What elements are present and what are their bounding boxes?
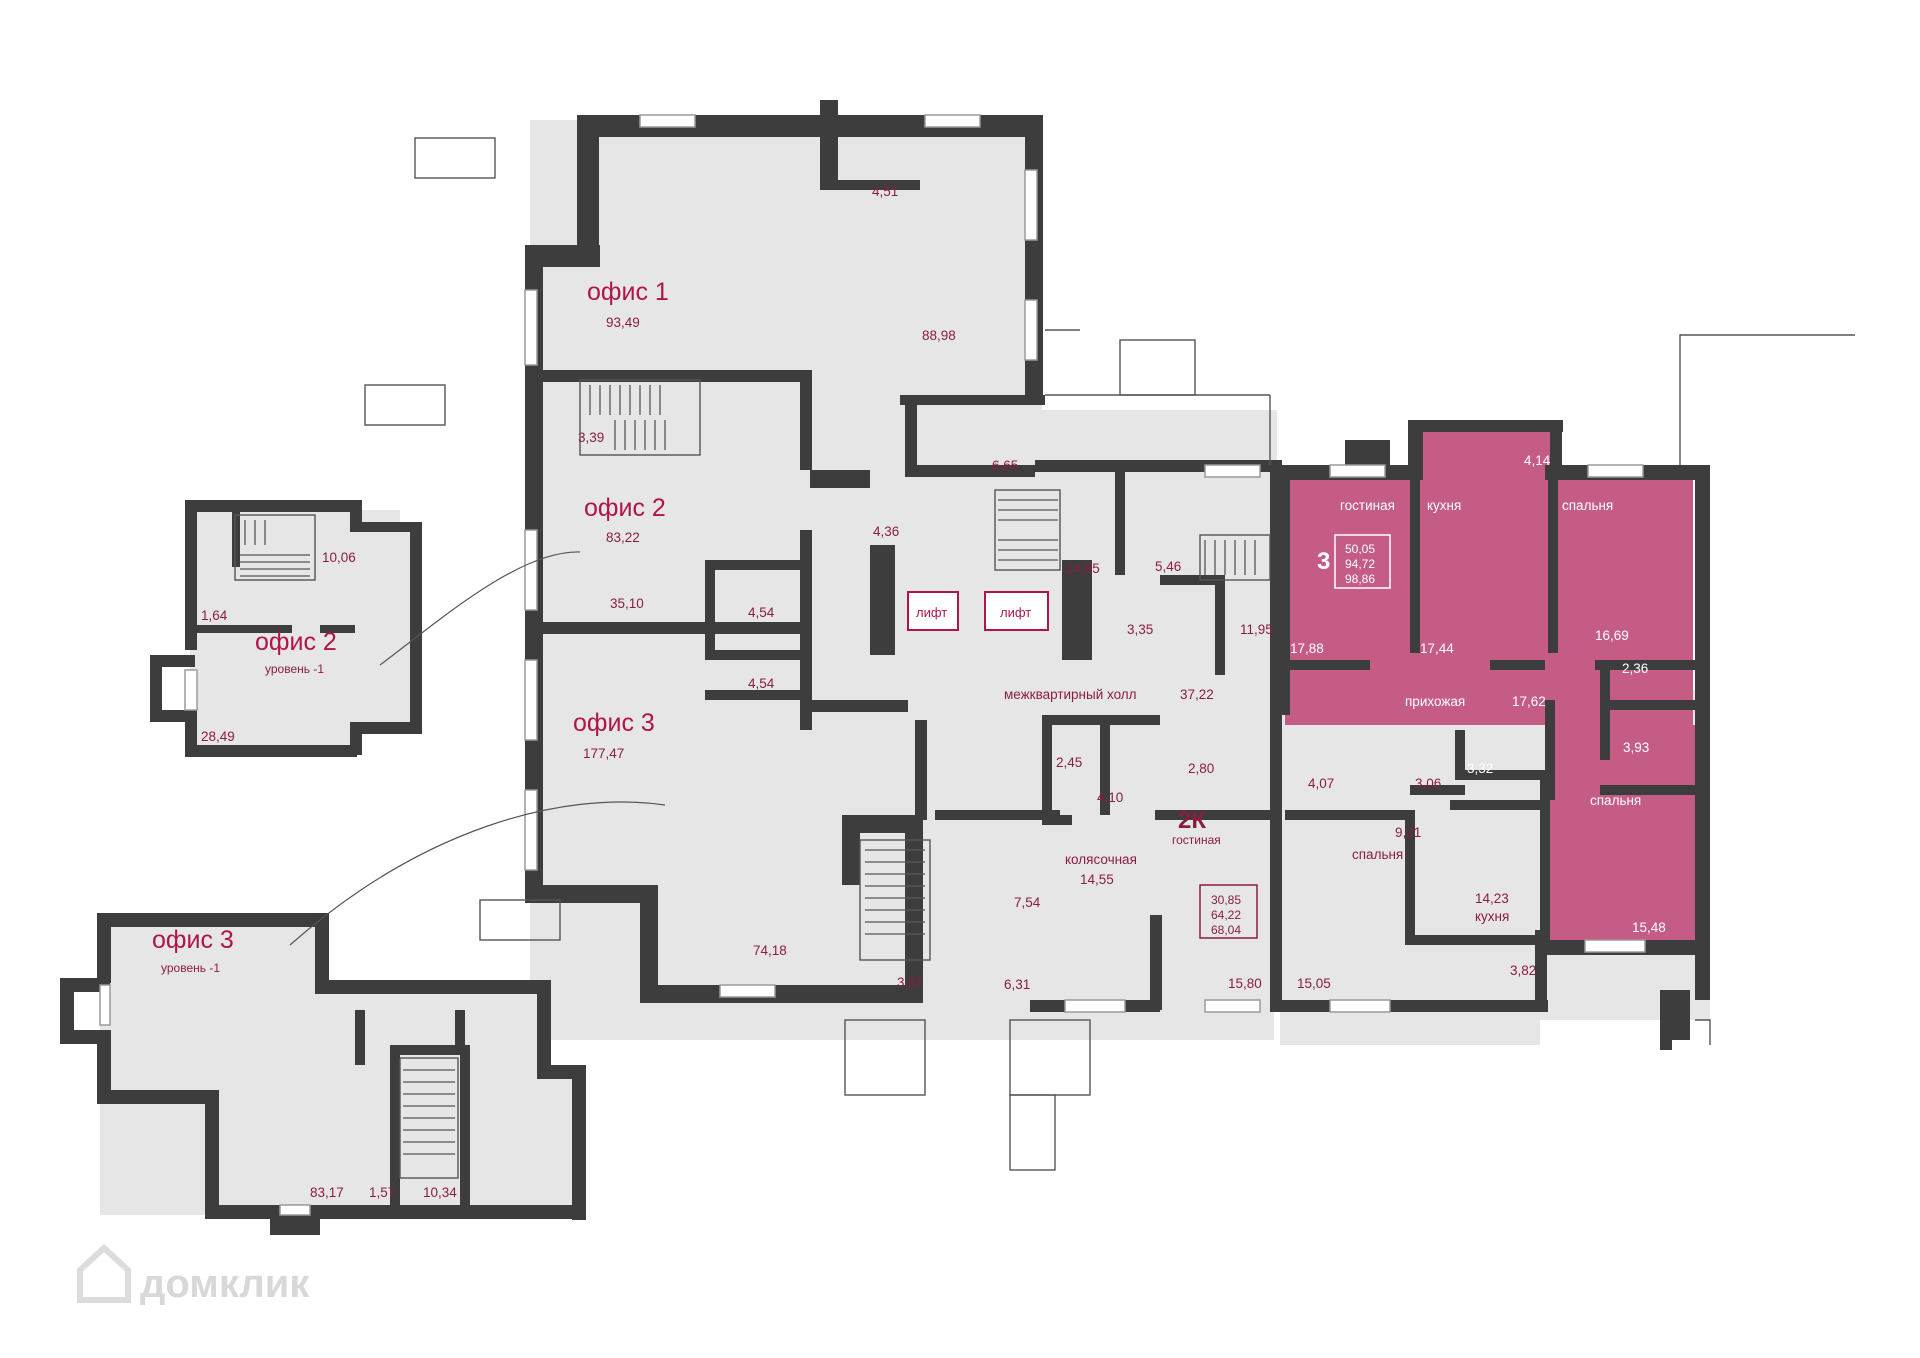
core-stroller-area: 14,55 <box>1080 872 1114 887</box>
apt3-sum2: 94,72 <box>1345 557 1375 571</box>
office2-room: 35,10 <box>610 596 644 611</box>
apt3-bath-area: 3,93 <box>1623 740 1649 755</box>
core-5-46: 5,46 <box>1155 559 1181 574</box>
apt3-living-label: гостиная <box>1340 498 1395 513</box>
apt2k-sum1: 30,85 <box>1211 893 1241 907</box>
office3-stair: 3,67 <box>897 975 923 990</box>
core-6-65: 6,65 <box>992 458 1018 473</box>
core-11-95: 11,95 <box>1240 622 1273 637</box>
level-arrows <box>289 551 666 946</box>
core-2-45: 2,45 <box>1056 755 1082 770</box>
basement-office3-a1: 83,17 <box>310 1185 344 1200</box>
apt2k-sum3: 68,04 <box>1211 923 1241 937</box>
apt3-bed1-area: 16,69 <box>1595 628 1629 643</box>
apt2k-living-area: 15,80 <box>1228 976 1262 991</box>
apt2k-wc-area: 3,06 <box>1415 776 1441 791</box>
apt3-kitchen-area: 17,44 <box>1420 641 1454 656</box>
office3-room: 74,18 <box>753 943 787 958</box>
basement-office2 <box>150 500 422 757</box>
lift-2-box <box>984 591 1049 631</box>
apt3-living-area: 17,88 <box>1290 641 1324 656</box>
windows <box>524 114 1646 1013</box>
basement-office2-title: офис 2 <box>255 628 337 656</box>
basement-office3-a3: 10,34 <box>423 1185 457 1200</box>
apt3-summary-box <box>1334 534 1391 589</box>
apt2k-hall-area: 9,21 <box>1395 825 1421 840</box>
apt3-bed2-area: 15,48 <box>1632 920 1666 935</box>
office1-wc: 4,51 <box>872 184 898 199</box>
apt2k-bath-area: 4,07 <box>1308 776 1334 791</box>
lift-1-label: лифт <box>916 605 947 620</box>
basement-office2-a3: 28,49 <box>201 729 235 744</box>
office3-wc: 4,54 <box>748 676 775 691</box>
apt2k-kitchen-label: кухня <box>1475 909 1509 924</box>
office2-stair: 3,39 <box>578 430 604 445</box>
core-6-31: 6,31 <box>1004 977 1030 992</box>
apt3-wc-area: 2,36 <box>1622 661 1648 676</box>
lift-2-label: лифт <box>1000 605 1031 620</box>
watermark-text: домклик <box>140 1262 310 1306</box>
apt3-hall-area: 17,62 <box>1512 694 1546 709</box>
apt3-bed1-label: спальня <box>1562 498 1613 513</box>
apt3-kitchen-label: кухня <box>1427 498 1461 513</box>
apt3-bed2-label: спальня <box>1590 793 1641 808</box>
apt2k-balcony-area: 3,82 <box>1510 963 1536 978</box>
basement-office2-a1: 10,06 <box>322 550 356 565</box>
office3-total: 177,47 <box>583 746 624 761</box>
office2-title: офис 2 <box>584 494 666 522</box>
apt2k-type: 2К <box>1178 807 1206 834</box>
core-4-10: 4,10 <box>1097 790 1123 805</box>
stairs-core <box>994 489 1271 581</box>
basement-office3 <box>60 913 586 1235</box>
stairs-office2 <box>579 379 701 456</box>
office2-wc: 4,54 <box>748 605 775 620</box>
basement-office3-title: офис 3 <box>152 926 234 954</box>
apt2k-summary-box <box>1199 884 1258 939</box>
office1-total: 93,49 <box>606 315 640 330</box>
apartment-3-fill <box>1285 425 1696 945</box>
basement-office3-a2: 1,57 <box>369 1185 395 1200</box>
apt3-balcony-area: 4,14 <box>1524 453 1551 468</box>
apt3-closet-area: 3,32 <box>1467 761 1493 776</box>
core-3-35: 3,35 <box>1127 622 1153 637</box>
basement-office2-level: уровень -1 <box>265 662 324 676</box>
core-stroller-label: колясочная <box>1065 852 1137 867</box>
exterior-porches <box>364 137 1855 1171</box>
apt3-sum1: 50,05 <box>1345 542 1375 556</box>
office1-title: офис 1 <box>587 278 669 306</box>
lift-1-box <box>907 591 959 631</box>
apt2k-sum2: 64,22 <box>1211 908 1241 922</box>
core-14-85: 14,85 <box>1066 561 1100 576</box>
apt2k-bed-area: 15,05 <box>1297 976 1331 991</box>
apt3-hall-label: прихожая <box>1405 694 1465 709</box>
office1-room: 88,98 <box>922 328 956 343</box>
apt2k-living-label: гостиная <box>1172 833 1221 847</box>
basement-office2-a2: 1,64 <box>201 608 228 623</box>
apt2k-kitchen-area: 14,23 <box>1475 891 1509 906</box>
core-hall-area: 37,22 <box>1180 687 1214 702</box>
core-2-80: 2,80 <box>1188 761 1214 776</box>
core-7-54: 7,54 <box>1014 895 1041 910</box>
office3-title: офис 3 <box>573 709 655 737</box>
office2-total: 83,22 <box>606 530 640 545</box>
domclick-logo <box>77 1243 131 1303</box>
core-4-36: 4,36 <box>873 524 899 539</box>
basement-office3-level: уровень -1 <box>161 961 220 975</box>
apt3-type: 3 <box>1317 548 1330 575</box>
apt2k-bed-label: спальня <box>1352 847 1403 862</box>
core-hall-label: межквартирный холл <box>1004 687 1137 702</box>
stairs-office3 <box>859 839 931 961</box>
apt3-sum3: 98,86 <box>1345 572 1375 586</box>
